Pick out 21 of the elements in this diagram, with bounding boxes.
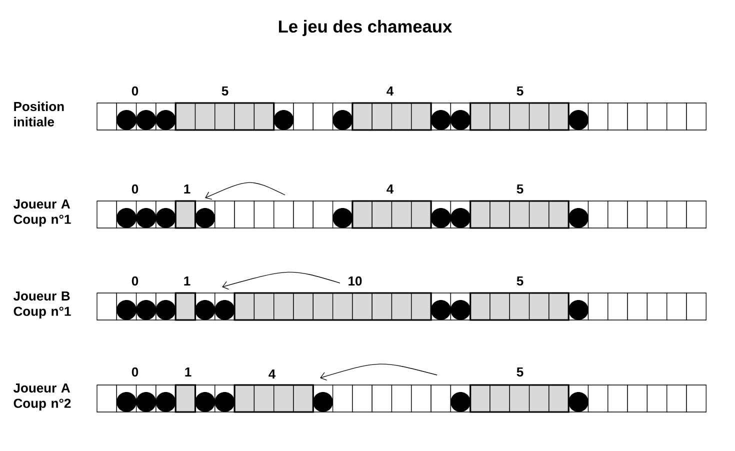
- row-label: Joueur A Coup n°1: [13, 200, 71, 226]
- count-label: 0: [132, 86, 138, 96]
- count-label: 4: [386, 184, 394, 194]
- count-label: 5: [516, 184, 524, 194]
- count-label: 5: [516, 367, 524, 377]
- count-label: 5: [516, 276, 524, 286]
- count-label: 1: [184, 276, 190, 286]
- count-label: 5: [516, 86, 524, 96]
- count-label: 10: [348, 276, 362, 286]
- count-label: 1: [184, 184, 190, 194]
- count-label: 0: [132, 184, 138, 194]
- row-label: Position initiale: [14, 102, 64, 126]
- count-label: 4: [268, 370, 276, 378]
- count-label: 5: [222, 86, 228, 96]
- row-label: Joueur B Coup n°1: [13, 292, 71, 318]
- count-label: 1: [185, 368, 192, 376]
- title: Le jeu des chameaux: [278, 20, 452, 36]
- count-label: 0: [132, 276, 138, 286]
- count-label: 0: [132, 367, 138, 377]
- count-label: 4: [386, 86, 394, 96]
- row-label: Joueur A Coup n°2: [13, 384, 71, 410]
